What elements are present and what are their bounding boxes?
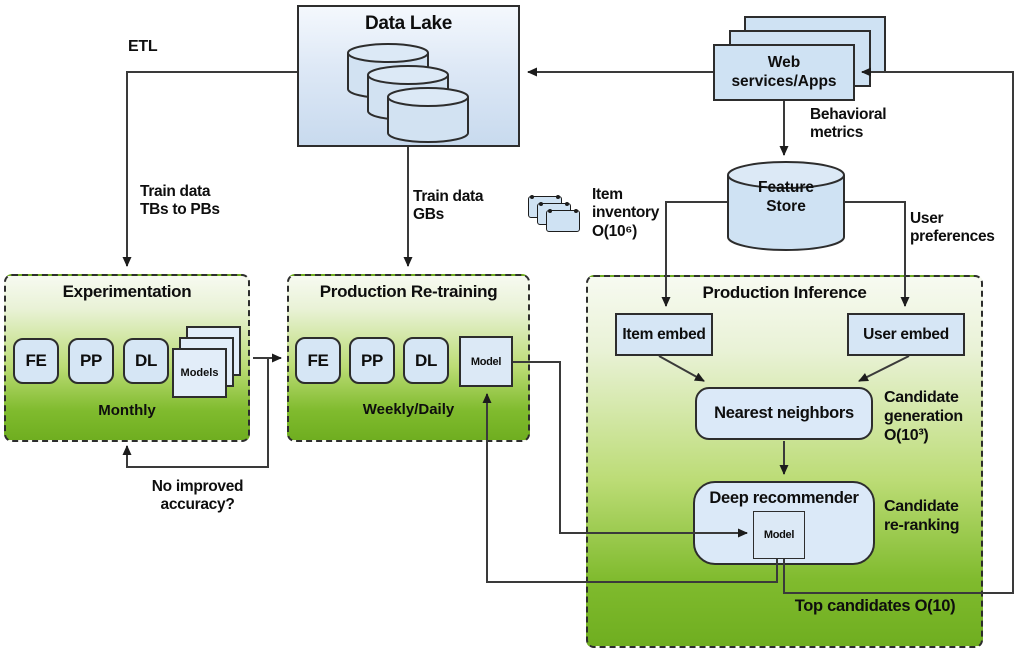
no-improved-accuracy-label: No improved accuracy? (151, 478, 244, 514)
candidate-generation-label: Candidate generation O(10³) (884, 389, 963, 444)
retraining-cadence: Weekly/Daily (362, 401, 455, 418)
experimentation-step-pp: PP (68, 338, 114, 384)
user-preferences-label: User preferences (910, 210, 995, 246)
experimentation-step-fe: FE (13, 338, 59, 384)
etl-label: ETL (128, 38, 158, 55)
experimentation-cadence: Monthly (98, 402, 156, 419)
nearest-neighbors-node: Nearest neighbors (695, 387, 873, 440)
retraining-step-fe: FE (295, 337, 341, 384)
feature-store-label: Feature Store (758, 179, 814, 216)
data-lake-title: Data Lake (364, 13, 453, 34)
inference-title: Production Inference (702, 283, 867, 302)
experimentation-title: Experimentation (62, 282, 192, 301)
retraining-title: Production Re-training (319, 282, 498, 301)
train-data-gbs-label: Train data GBs (413, 188, 484, 224)
train-data-tbs-label: Train data TBs to PBs (140, 183, 220, 219)
retraining-model-node: Model (459, 336, 513, 387)
database-cylinder-icon (387, 87, 469, 143)
models-stack-node: Models (172, 348, 227, 398)
top-candidates-label: Top candidates O(10) (794, 597, 956, 615)
experimentation-step-dl: DL (123, 338, 169, 384)
item-card-icon (546, 209, 580, 232)
candidate-reranking-label: Candidate re-ranking (884, 498, 960, 534)
behavioral-metrics-label: Behavioral metrics (810, 106, 887, 142)
deep-recommender-model-node: Model (753, 511, 805, 559)
user-embed-node: User embed (847, 313, 965, 356)
web-services-node: Web services/Apps (713, 44, 855, 101)
retraining-step-dl: DL (403, 337, 449, 384)
item-embed-node: Item embed (615, 313, 713, 356)
item-inventory-label: Item inventory O(10⁶) (592, 186, 660, 240)
retraining-step-pp: PP (349, 337, 395, 384)
edge-etl-datalake-to-experimentation (122, 71, 297, 267)
